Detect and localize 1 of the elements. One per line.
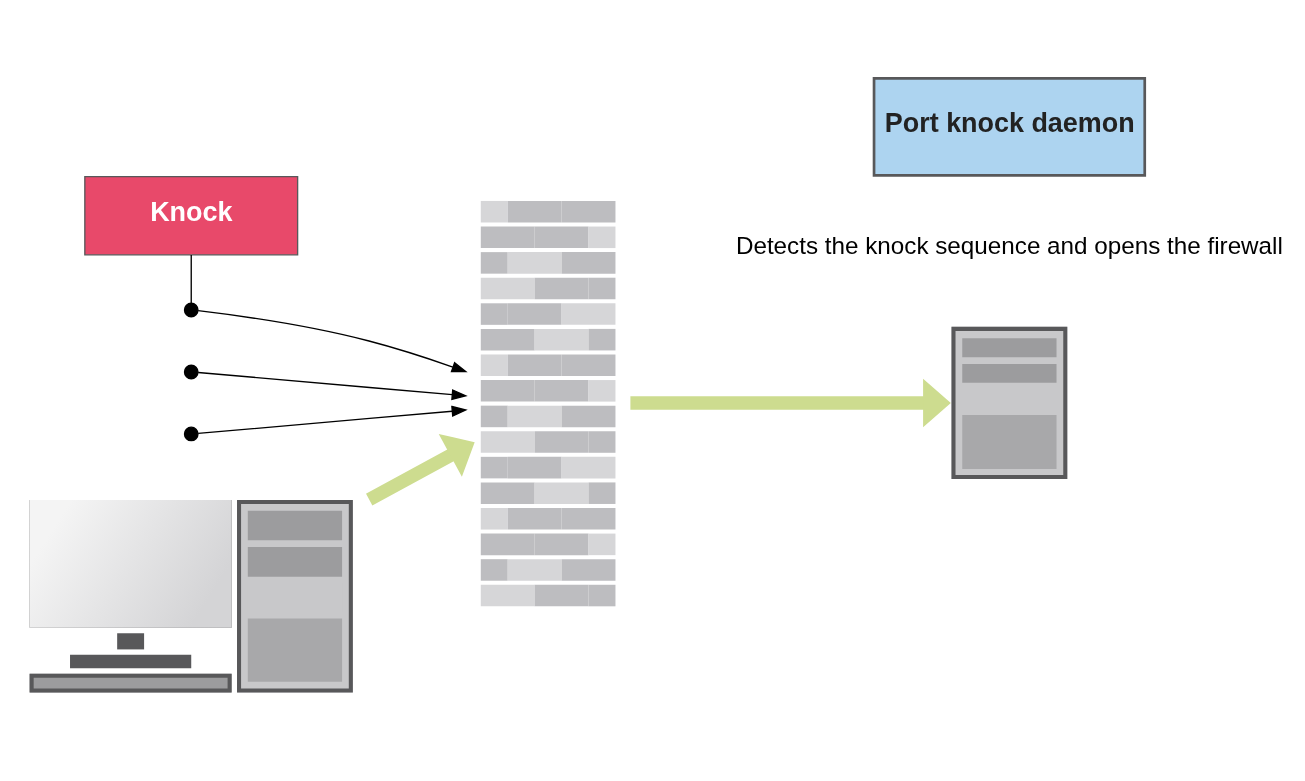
node-label: Detects the knock sequence and opens the firewall [735,232,1283,260]
